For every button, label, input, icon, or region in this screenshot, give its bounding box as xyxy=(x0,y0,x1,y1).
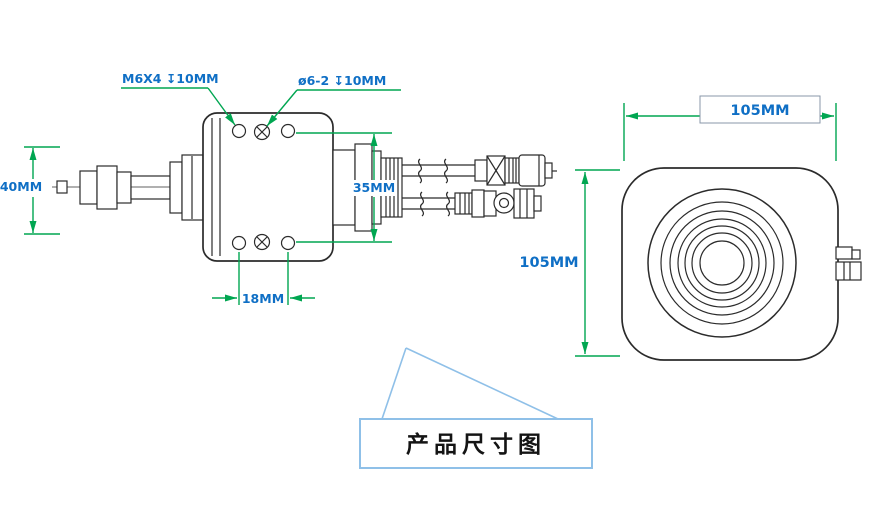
dimension-label-height: 105MM xyxy=(519,255,578,271)
front-face-view xyxy=(621,167,862,361)
connector-bottom xyxy=(454,188,542,219)
side-profile-view xyxy=(52,112,557,262)
dimension-frame xyxy=(699,95,821,124)
dimension-label-35mm: 35MM xyxy=(353,180,395,195)
cable-break-icon xyxy=(445,191,451,217)
dimension-label-width: 105MM xyxy=(730,103,789,119)
main-body xyxy=(202,112,334,262)
lens-ring xyxy=(669,210,775,316)
lens-ring xyxy=(677,218,767,308)
cable-gland xyxy=(56,154,204,221)
leader-arrow xyxy=(266,89,298,127)
callout-leader-line xyxy=(381,347,407,420)
mounting-holes xyxy=(231,123,296,251)
tapped-hole xyxy=(280,235,296,251)
dimension-width-105mm: 105MM xyxy=(623,95,837,161)
lens-ring xyxy=(647,188,797,338)
side-port xyxy=(835,246,862,281)
annotation-dia6: ø6-2 ↧10MM xyxy=(266,73,401,127)
front-face-outline xyxy=(621,167,839,361)
annotation-label-m6x4: M6X4 ↧10MM xyxy=(122,71,219,86)
dimension-label-18mm: 18MM xyxy=(242,291,284,306)
annotation-m6x4: M6X4 ↧10MM xyxy=(121,71,236,126)
dimension-label-40mm: 40MM xyxy=(0,179,42,194)
dimension-35mm: 35MM xyxy=(296,132,396,243)
leader-arrow xyxy=(207,87,236,126)
callout: 产品尺寸图 xyxy=(359,347,593,469)
callout-caption: 产品尺寸图 xyxy=(406,431,546,458)
cable-break-icon xyxy=(417,158,423,184)
cable-break-icon xyxy=(443,158,449,184)
lens-ring xyxy=(660,201,784,325)
lens-ring xyxy=(699,240,745,286)
dimension-height-105mm: 105MM xyxy=(519,169,620,357)
connector-top xyxy=(474,154,557,187)
dimension-18mm: 18MM xyxy=(212,252,315,306)
lens-ring xyxy=(691,232,753,294)
cables xyxy=(402,158,475,217)
callout-leader-line xyxy=(405,347,559,420)
tapped-hole xyxy=(231,123,247,139)
dimension-40mm: 40MM xyxy=(0,146,60,235)
annotation-label-dia6: ø6-2 ↧10MM xyxy=(298,73,386,88)
lens-rings xyxy=(647,188,797,338)
tapped-hole xyxy=(280,123,296,139)
tapped-hole xyxy=(231,235,247,251)
lens-ring xyxy=(684,225,760,301)
callout-box xyxy=(359,418,593,469)
cable-break-icon xyxy=(419,191,425,217)
